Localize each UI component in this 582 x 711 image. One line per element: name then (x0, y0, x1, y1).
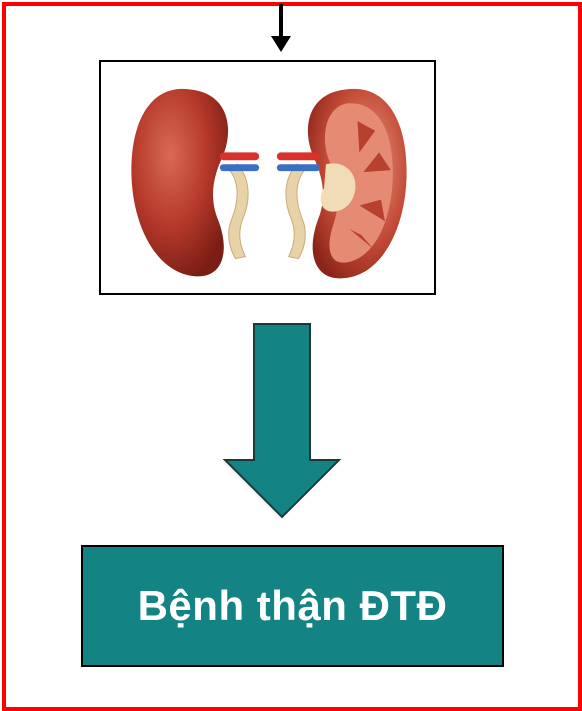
arrow-down-icon (268, 4, 294, 54)
result-label: Bệnh thận ĐTĐ (138, 582, 448, 630)
kidney-image-box (99, 60, 436, 295)
result-box: Bệnh thận ĐTĐ (81, 545, 504, 667)
kidneys-icon (101, 62, 434, 293)
arrow-down-icon (222, 322, 342, 520)
